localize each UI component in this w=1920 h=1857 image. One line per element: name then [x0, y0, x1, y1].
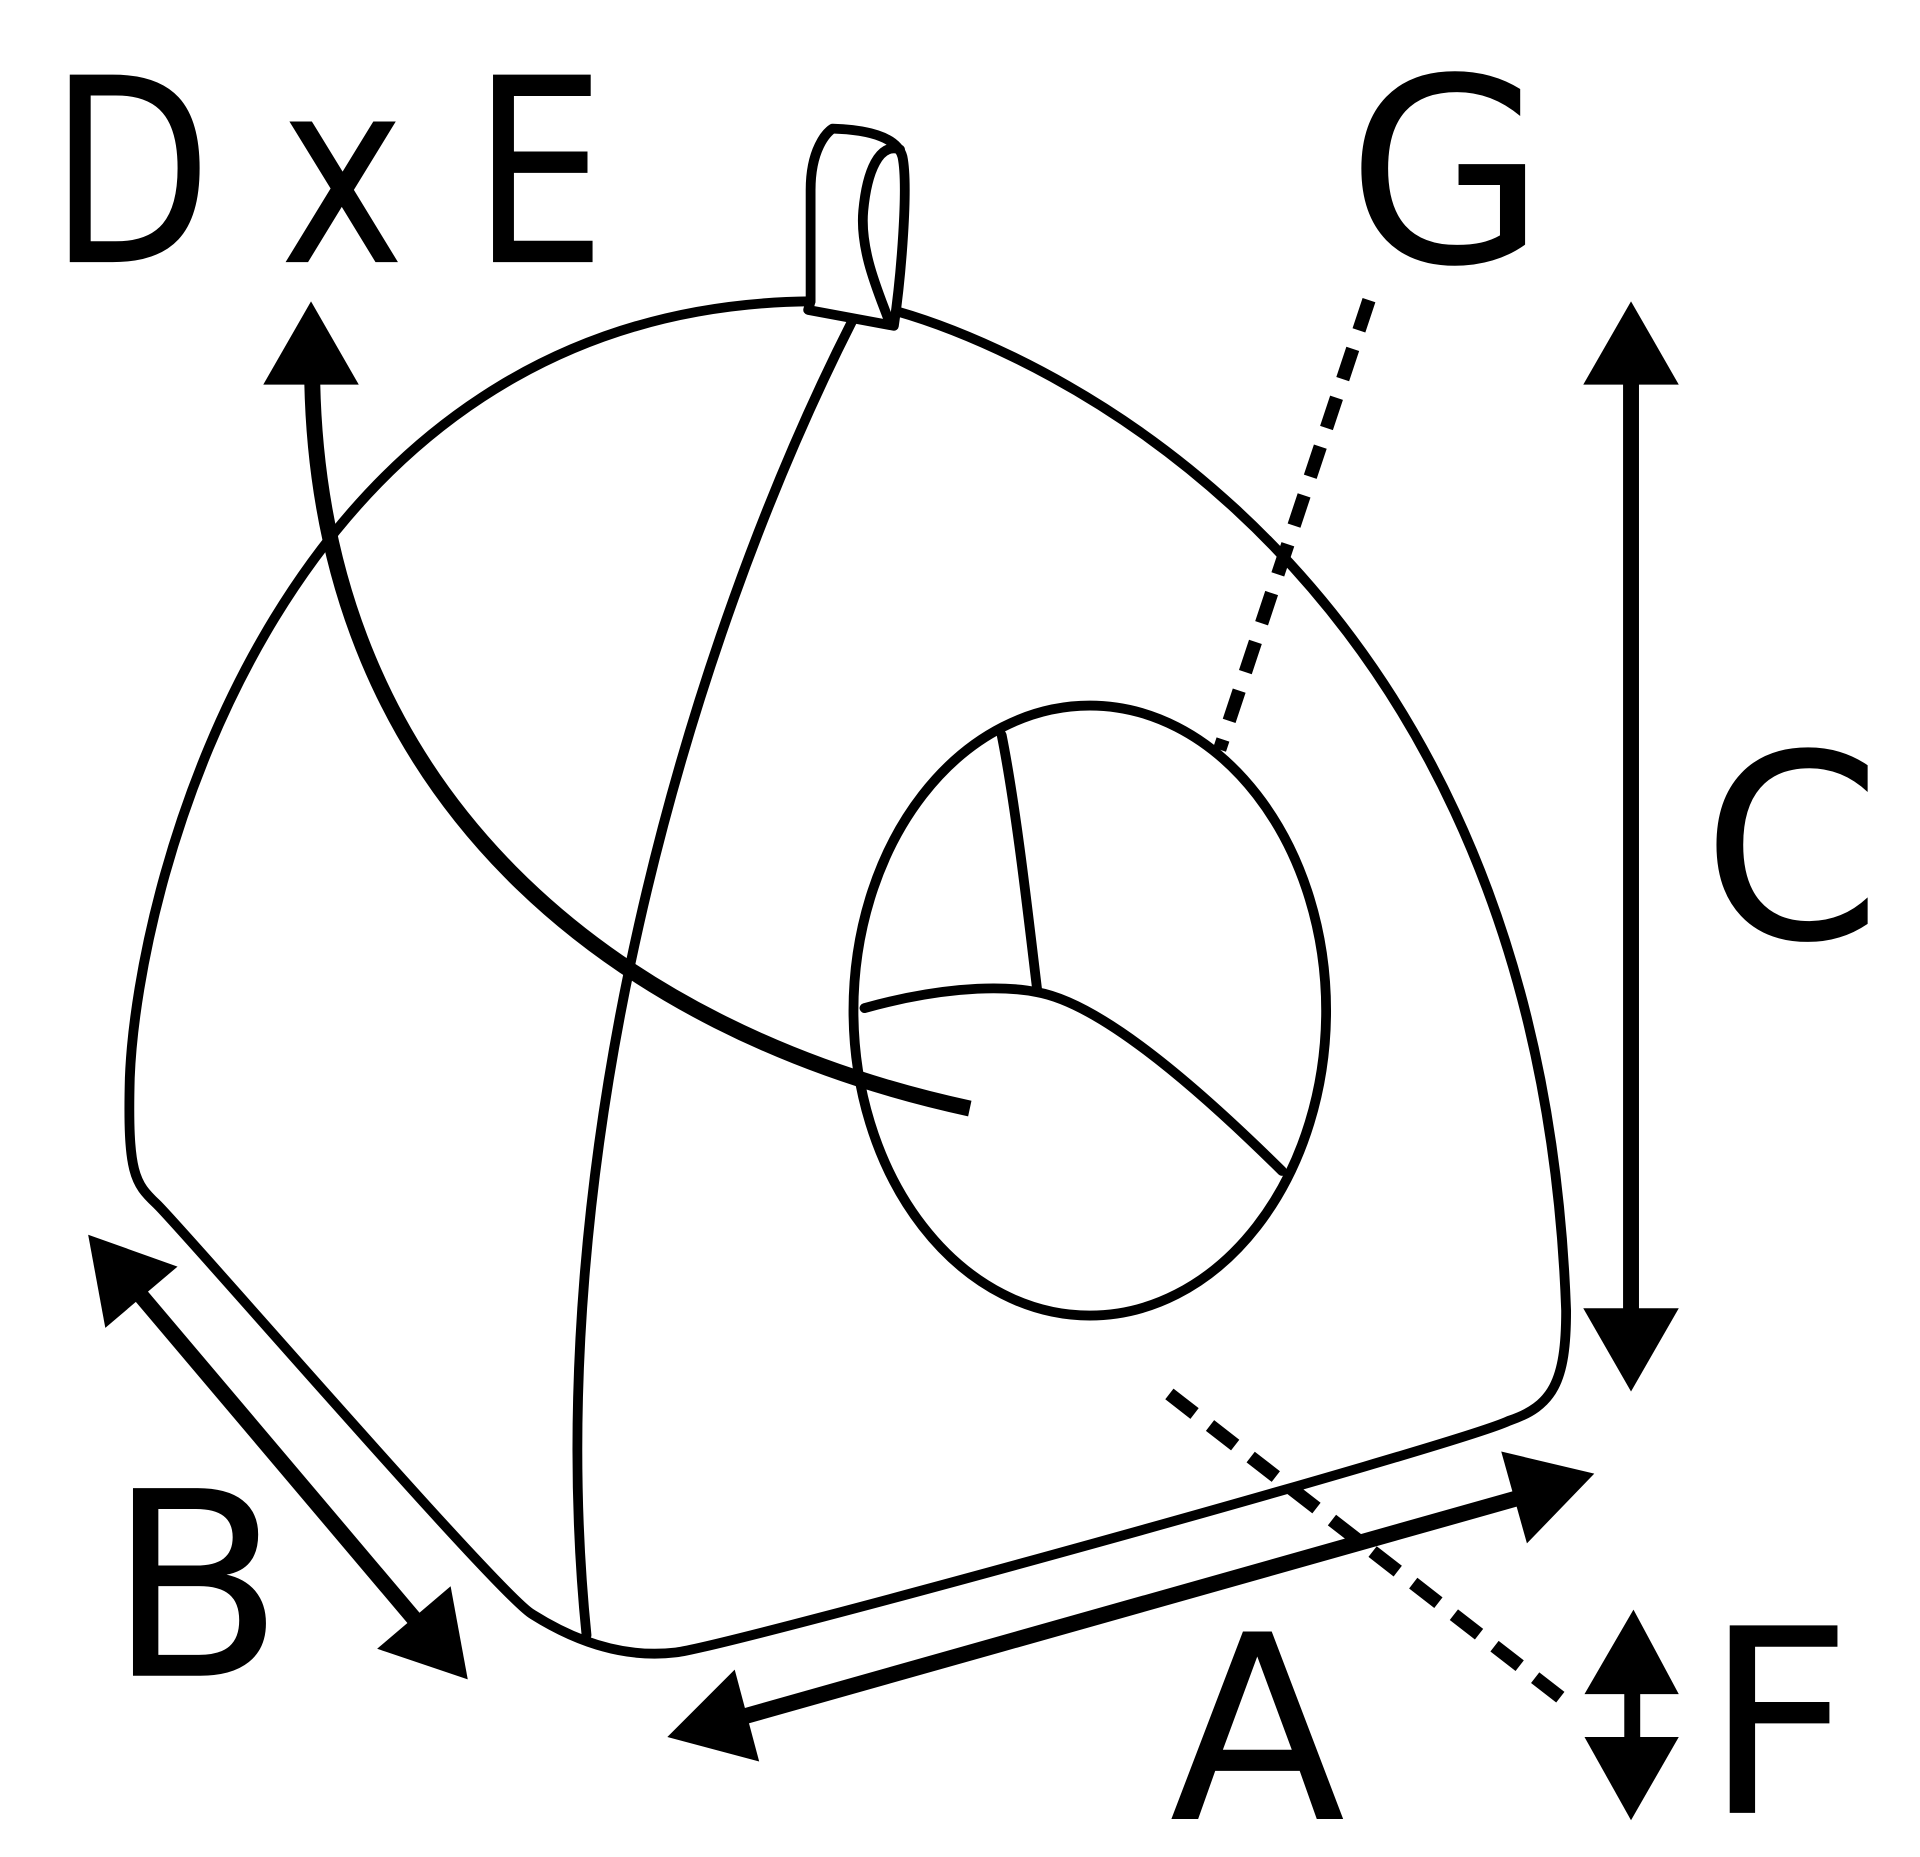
arrowhead: [263, 301, 359, 385]
dimension-dxe-arrow: [263, 301, 972, 1117]
hanging-tab: [803, 123, 910, 331]
label-f: F: [1704, 1574, 1852, 1857]
meridian-line: [572, 316, 858, 1641]
object-outline: [124, 123, 1572, 1659]
dimension-f-leader: [1165, 1388, 1572, 1708]
label-a: A: [1169, 1580, 1346, 1857]
dimension-b-arrow: [88, 1234, 468, 1680]
label-b: B: [108, 1437, 284, 1737]
tab-loop: [857, 143, 905, 326]
dimension-a-arrow: [667, 1451, 1595, 1762]
label-c: C: [1702, 699, 1882, 999]
dimension-c-arrow: [1583, 301, 1679, 1392]
inner-line-lower: [859, 983, 1287, 1176]
label-g: G: [1347, 23, 1546, 323]
inner-line-upper: [996, 730, 1043, 995]
dimension-g-leader: [1213, 297, 1376, 752]
dimension-f-arrow: [1584, 1609, 1679, 1821]
central-opening: [848, 700, 1332, 1321]
label-dxe: D x E: [49, 23, 606, 323]
outer-body: [124, 296, 1572, 1659]
